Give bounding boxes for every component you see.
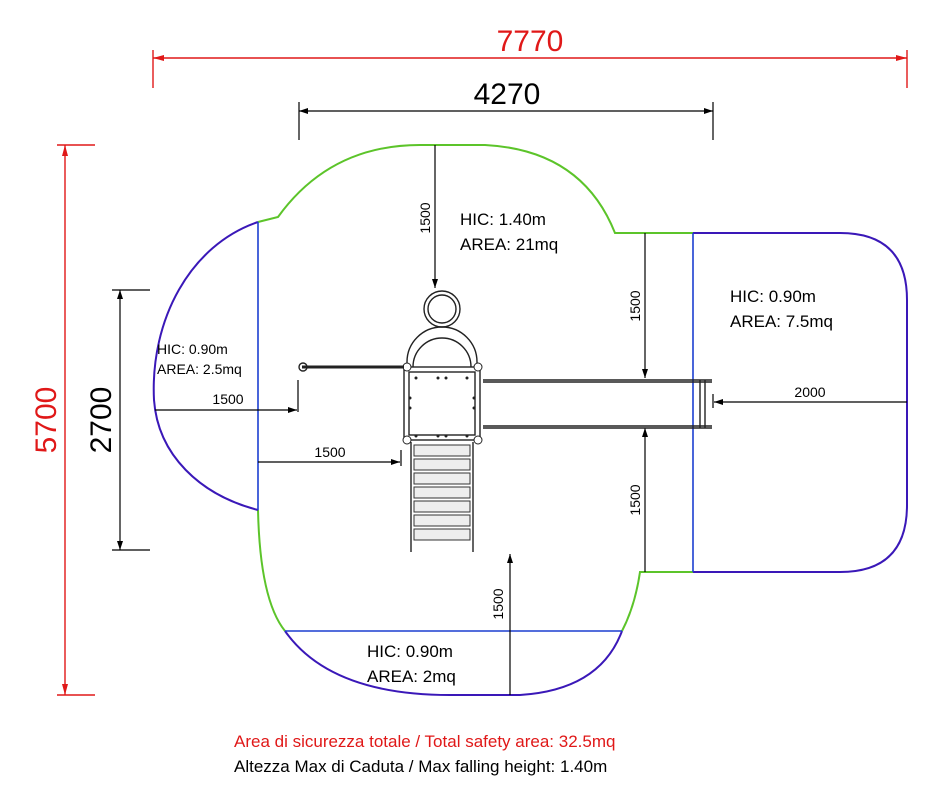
dimension-equipment-width: 4270 — [298, 78, 714, 140]
zone-bottom-hic: HIC: 0.90m — [367, 642, 453, 661]
zone-bottom: HIC: 0.90m AREA: 2mq — [367, 642, 456, 686]
slide-exit-clearance-label: 2000 — [794, 384, 825, 400]
equipment-depth-label: 2700 — [85, 387, 118, 454]
zone-slide: HIC: 0.90m AREA: 7.5mq — [730, 287, 833, 331]
zone-main: HIC: 1.40m AREA: 21mq — [460, 210, 558, 254]
inner-dimensions: 1500 1500 1500 1500 1500 1500 2000 — [155, 145, 907, 695]
zone-left-hic: HIC: 0.90m — [157, 341, 228, 357]
right-upper-clearance-label: 1500 — [627, 290, 643, 321]
left-bar-clearance-label: 1500 — [212, 391, 243, 407]
play-structure — [298, 290, 712, 552]
total-safety-area: Area di sicurezza totale / Total safety … — [234, 732, 615, 751]
zone-slide-area: AREA: 7.5mq — [730, 312, 833, 331]
total-width-label: 7770 — [497, 25, 564, 58]
zone-left: HIC: 0.90m AREA: 2.5mq — [157, 341, 242, 377]
dimension-total-width: 7770 — [152, 25, 908, 88]
right-lower-clearance-label: 1500 — [627, 484, 643, 515]
left-stair-clearance-label: 1500 — [314, 444, 345, 460]
equipment-width-label: 4270 — [474, 78, 541, 111]
top-clearance-label: 1500 — [417, 202, 433, 233]
dimension-equipment-depth: 2700 — [85, 289, 150, 551]
dimension-total-height: 5700 — [30, 144, 95, 696]
safety-zone-outline — [152, 144, 908, 696]
zone-bottom-area: AREA: 2mq — [367, 667, 456, 686]
total-height-label: 5700 — [30, 387, 63, 454]
zone-left-area: AREA: 2.5mq — [157, 361, 242, 377]
zone-main-area: AREA: 21mq — [460, 235, 558, 254]
bottom-clearance-label: 1500 — [490, 588, 506, 619]
zone-main-hic: HIC: 1.40m — [460, 210, 546, 229]
max-falling-height: Altezza Max di Caduta / Max falling heig… — [234, 757, 607, 776]
zone-slide-hic: HIC: 0.90m — [730, 287, 816, 306]
